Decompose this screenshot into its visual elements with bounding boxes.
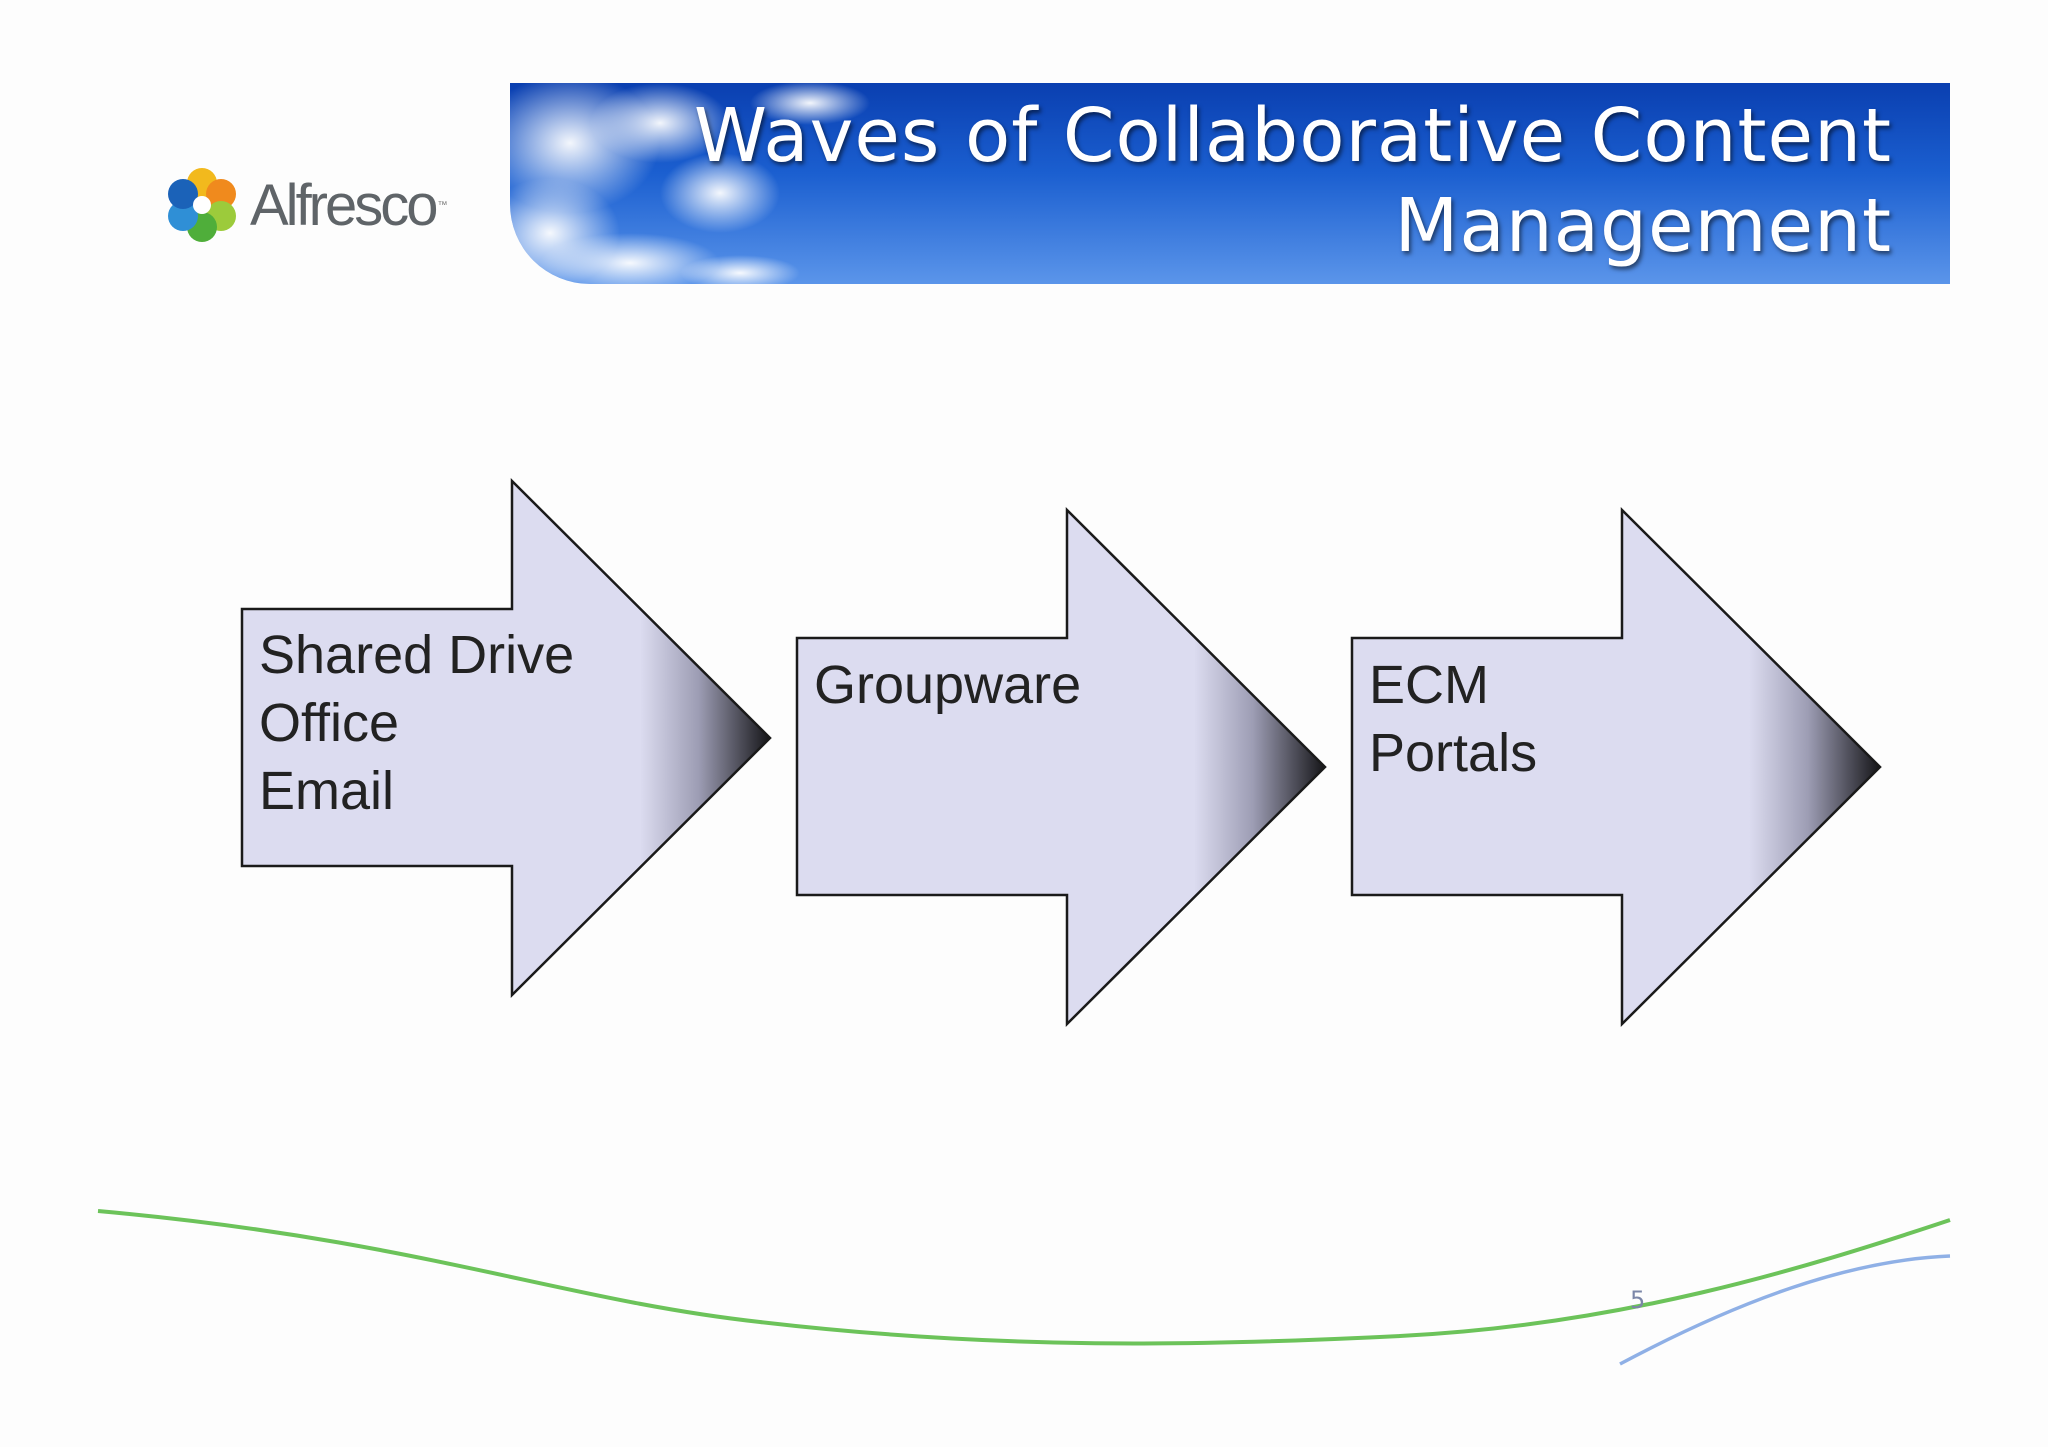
slide-title-line-2: Management [1394, 183, 1892, 269]
alfresco-logo: Alfresco ™ [160, 165, 448, 245]
arrow-label-line: ECM [1369, 655, 1489, 715]
arrow-groupware [795, 506, 1327, 1028]
green-wave-line [97, 1209, 1951, 1346]
arrow-shared-drive [240, 477, 772, 999]
arrow-label-line: Email [259, 761, 395, 821]
alfresco-flower-icon [168, 168, 236, 242]
arrow-ecm-portals [1350, 506, 1882, 1028]
arrow-shared-drive-label: Shared Drive Office Email [259, 621, 574, 825]
title-banner: Waves of Collaborative Content Managemen… [510, 83, 1950, 284]
clouds-graphic [510, 83, 870, 284]
arrow-label-line: Shared Drive [259, 625, 575, 685]
page-number: 5 [1630, 1286, 1646, 1314]
arrow-label-line: Office [259, 693, 400, 753]
slide-title: Waves of Collaborative Content Managemen… [694, 91, 1892, 271]
arrow-label-line: Groupware [814, 655, 1082, 715]
arrow-ecm-portals-label: ECM Portals [1369, 651, 1537, 787]
logo-trademark: ™ [437, 199, 448, 211]
arrow-groupware-label: Groupware [814, 651, 1081, 719]
slide-title-line-1: Waves of Collaborative Content [693, 93, 1892, 179]
arrow-label-line: Portals [1369, 723, 1538, 783]
logo-wordmark: Alfresco [250, 172, 439, 238]
blue-wave-line [1619, 1254, 1951, 1366]
